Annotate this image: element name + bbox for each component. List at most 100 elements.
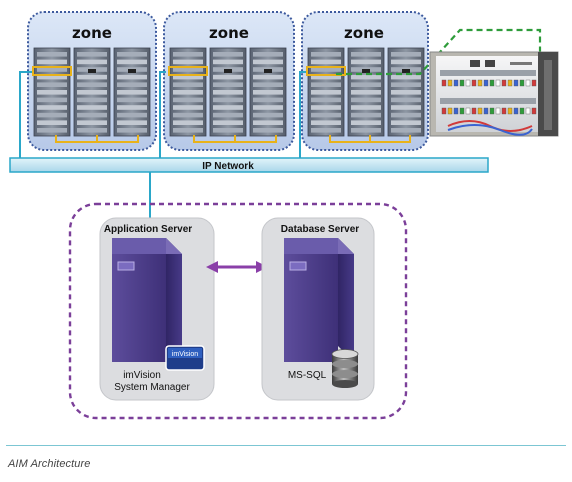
rack-slot [173, 90, 203, 95]
app-server-drive [117, 261, 135, 271]
rack-slot [311, 52, 341, 57]
rack-slot [117, 82, 147, 87]
zone-label: zone [72, 24, 112, 42]
rack-slot [213, 128, 243, 133]
panel-port [483, 107, 489, 115]
db-server-title: Database Server [281, 224, 359, 235]
panel-port [477, 79, 483, 87]
rack-slot [311, 97, 341, 103]
panel-port [465, 79, 471, 87]
rack-slot [173, 97, 203, 103]
rack-slot [311, 82, 341, 87]
rack-cabinets [32, 47, 425, 137]
rack-slot [117, 52, 147, 57]
app-server-side [166, 238, 182, 362]
database-server: Database Server MS-SQL [261, 217, 375, 401]
rack-slot [117, 112, 147, 118]
rack-slot [37, 59, 67, 65]
rack-slot [311, 59, 341, 65]
panel-port [495, 79, 501, 87]
application-server: Application Server imVision imVision Sys… [99, 217, 215, 401]
panel-port [531, 107, 537, 115]
rack-slot [311, 74, 341, 80]
rack-slot [391, 120, 421, 125]
panel-port [447, 107, 453, 115]
app-server-line1: imVision [123, 370, 161, 381]
rack-slot [117, 128, 147, 133]
panel-port [459, 79, 465, 87]
rack-slot [213, 74, 243, 80]
zone-uplinks [19, 71, 306, 158]
panel-port [453, 107, 459, 115]
rack-slot [391, 52, 421, 57]
rack-slot [351, 120, 381, 125]
rack-slot [311, 105, 341, 110]
panel-port [483, 79, 489, 87]
ip-network-label: IP Network [202, 161, 254, 172]
panel-port [513, 79, 519, 87]
rack-slot [311, 90, 341, 95]
rack-slot [173, 128, 203, 133]
database-stack-icon [331, 349, 359, 388]
rack-slot [311, 128, 341, 133]
app-server-front [112, 254, 166, 362]
rack-slot [37, 67, 67, 72]
panel-port [531, 79, 537, 87]
rack-slot [173, 112, 203, 118]
rack-slot [213, 90, 243, 95]
rack-port [128, 69, 136, 73]
rack-slot [213, 82, 243, 87]
panel-port [525, 107, 531, 115]
rack-port [362, 69, 370, 73]
rack-slot [391, 82, 421, 87]
panel-port [471, 107, 477, 115]
db-server-side [338, 238, 354, 362]
rack-slot [37, 97, 67, 103]
rack-slot [391, 128, 421, 133]
rack-slot [173, 82, 203, 87]
rack-slot [213, 105, 243, 110]
rack-slot [253, 74, 283, 80]
rack-slot [213, 59, 243, 65]
rack-slot [173, 52, 203, 57]
zone-label: zone [344, 24, 384, 42]
rack-slot [351, 128, 381, 133]
panel-port [447, 79, 453, 87]
imvision-badge: imVision [165, 345, 205, 371]
rack-slot [391, 74, 421, 80]
panel-port [519, 79, 525, 87]
rack-slot [351, 90, 381, 95]
rack-slot [77, 52, 107, 57]
app-server-title: Application Server [104, 224, 192, 235]
rack-slot [173, 67, 203, 72]
rack-slot [253, 112, 283, 118]
rack-slot [37, 128, 67, 133]
rack-slot [37, 82, 67, 87]
rack-slot [253, 90, 283, 95]
rack-slot [391, 90, 421, 95]
rack-slot [351, 97, 381, 103]
db-server-drive [289, 261, 307, 271]
panel-port [489, 79, 495, 87]
panel-port [501, 79, 507, 87]
rack-slot [213, 120, 243, 125]
rack-slot [213, 112, 243, 118]
rack-slot [37, 52, 67, 57]
rack-slot [117, 97, 147, 103]
rack-slot [173, 59, 203, 65]
panel-port [507, 107, 513, 115]
rack-port [88, 69, 96, 73]
rack-slot [351, 52, 381, 57]
rack-slot [253, 82, 283, 87]
app-server-line2: System Manager [114, 382, 190, 393]
panel-port [459, 107, 465, 115]
server-cluster-outline [68, 202, 408, 420]
rack-slot [117, 120, 147, 125]
db-server-front [284, 254, 338, 362]
ip-network-bar: IP Network [9, 157, 489, 173]
panel-port [495, 107, 501, 115]
rack-slot [77, 82, 107, 87]
rack-slot [77, 59, 107, 65]
panel-port [489, 107, 495, 115]
panel-port [513, 107, 519, 115]
